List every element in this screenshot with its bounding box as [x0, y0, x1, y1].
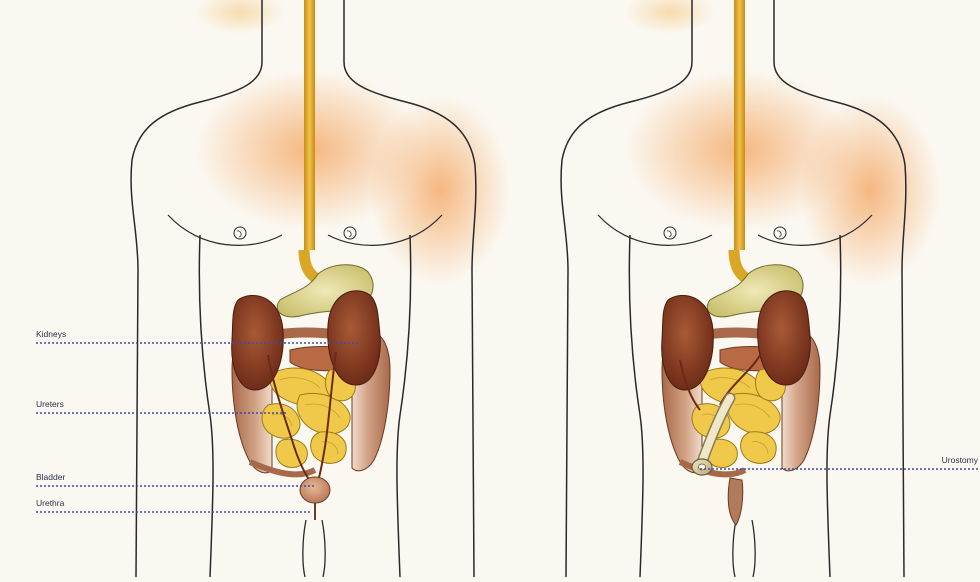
- urostomy-label: Urostomy: [942, 455, 979, 465]
- residual-urethra: [728, 478, 743, 525]
- bladder-label: Bladder: [36, 472, 65, 482]
- ureters-label: Ureters: [36, 399, 64, 409]
- stoma: [692, 459, 712, 475]
- urethra-label: Urethra: [36, 498, 65, 508]
- body-figure-right: [561, 0, 940, 577]
- bladder-left: [300, 477, 330, 520]
- leader-lines: [36, 343, 978, 512]
- kidneys-label: Kidneys: [36, 329, 66, 339]
